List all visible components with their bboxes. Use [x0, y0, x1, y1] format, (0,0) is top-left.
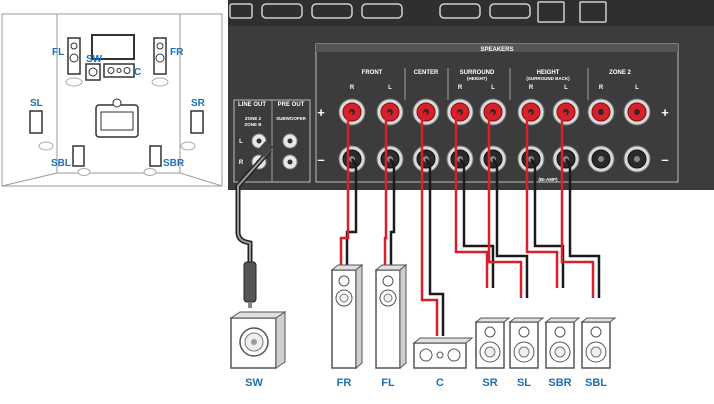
- label-sw: SW: [245, 377, 263, 389]
- terminal-label: L: [491, 85, 495, 91]
- zone-b-label: ZONE B: [244, 122, 262, 127]
- subwoofer-jack-label: SUBWOOFER: [276, 116, 306, 121]
- fr-speaker-icon: [330, 263, 364, 370]
- receiver-rear-panel: SPEAKERS FRONT CENTER SURROUND (HEIGHT) …: [228, 0, 714, 190]
- positive-wire: [525, 111, 559, 288]
- group-surround: SURROUND: [460, 70, 495, 76]
- room-sbr-speaker-icon: [143, 145, 162, 176]
- positive-wire: [383, 111, 392, 274]
- room-label-fl: FL: [52, 47, 64, 58]
- plus-left: +: [317, 105, 325, 120]
- negative-wire: [491, 158, 529, 298]
- negative-wire: [458, 158, 495, 288]
- terminal-label: R: [529, 85, 534, 91]
- positive-wire: [454, 111, 489, 288]
- room-subwoofer-icon: [85, 63, 101, 81]
- subwoofer-cable: [235, 141, 273, 308]
- speaker-cables: [339, 111, 601, 336]
- group-zone2: ZONE 2: [609, 70, 631, 76]
- group-height-sub: (SURROUND BACK): [526, 76, 570, 81]
- label-sbr: SBR: [548, 377, 571, 389]
- terminal-label: R: [350, 85, 355, 91]
- speakers-header: SPEAKERS: [480, 47, 513, 53]
- hdmi-ports: [229, 1, 607, 23]
- positive-wire: [420, 111, 439, 336]
- room-label-sl: SL: [30, 98, 43, 109]
- label-fr: FR: [337, 377, 352, 389]
- room-fl-speaker-icon: [65, 37, 83, 87]
- positive-wire: [487, 111, 523, 298]
- group-surround-sub: (HEIGHT): [467, 76, 487, 81]
- room-label-c: C: [134, 67, 141, 78]
- pre-out-label: PRE OUT: [278, 102, 305, 108]
- label-fl: FL: [381, 377, 395, 389]
- group-height: HEIGHT: [537, 70, 560, 76]
- negative-wire: [388, 158, 396, 274]
- terminal-label: R: [599, 85, 604, 91]
- room-sl-speaker-icon: [29, 110, 54, 151]
- room-sbl-speaker-icon: [72, 145, 91, 176]
- plus-right: +: [661, 105, 669, 120]
- bi-amp-label: (BI-AMP): [539, 177, 558, 182]
- center-speaker-icon: [412, 337, 474, 369]
- jack-r-label: R: [239, 160, 244, 166]
- terminal-label: R: [458, 85, 463, 91]
- minus-left: –: [317, 152, 324, 167]
- room-label-sbl: SBL: [51, 158, 71, 169]
- label-sl: SL: [517, 377, 531, 389]
- zone2-label: ZONE 2: [245, 116, 262, 121]
- negative-wire: [424, 158, 445, 336]
- room-label-sw: SW: [86, 54, 103, 65]
- terminal-label: L: [564, 85, 568, 91]
- sbr-speaker-icon: [544, 317, 581, 369]
- group-front: FRONT: [362, 70, 383, 76]
- positive-wire: [339, 111, 354, 274]
- sl-speaker-icon: [508, 317, 545, 369]
- jack-l-label: L: [239, 139, 243, 145]
- label-sbl: SBL: [585, 377, 607, 389]
- room-layout: FL SW C FR SL SR SBL SBR: [1, 13, 223, 187]
- sbl-speaker-icon: [580, 317, 617, 369]
- minus-right: –: [661, 152, 668, 167]
- room-label-sbr: SBR: [163, 158, 185, 169]
- room-fr-speaker-icon: [151, 37, 169, 87]
- subwoofer-box-icon: [229, 311, 287, 369]
- label-c: C: [436, 377, 444, 389]
- fl-speaker-icon: [374, 263, 408, 370]
- terminal-label: L: [635, 85, 639, 91]
- room-label-sr: SR: [191, 98, 206, 109]
- sr-speaker-icon: [474, 317, 511, 369]
- group-center: CENTER: [414, 70, 439, 76]
- negative-wire: [564, 158, 601, 298]
- room-label-fr: FR: [170, 47, 184, 58]
- tv-icon: [91, 34, 135, 60]
- terminal-label: L: [388, 85, 392, 91]
- room-center-speaker-icon: [103, 63, 135, 78]
- sofa-icon: [95, 98, 139, 138]
- label-sr: SR: [482, 377, 497, 389]
- positive-wire: [560, 111, 595, 298]
- room-sr-speaker-icon: [180, 110, 204, 151]
- line-out-label: LINE OUT: [238, 102, 266, 108]
